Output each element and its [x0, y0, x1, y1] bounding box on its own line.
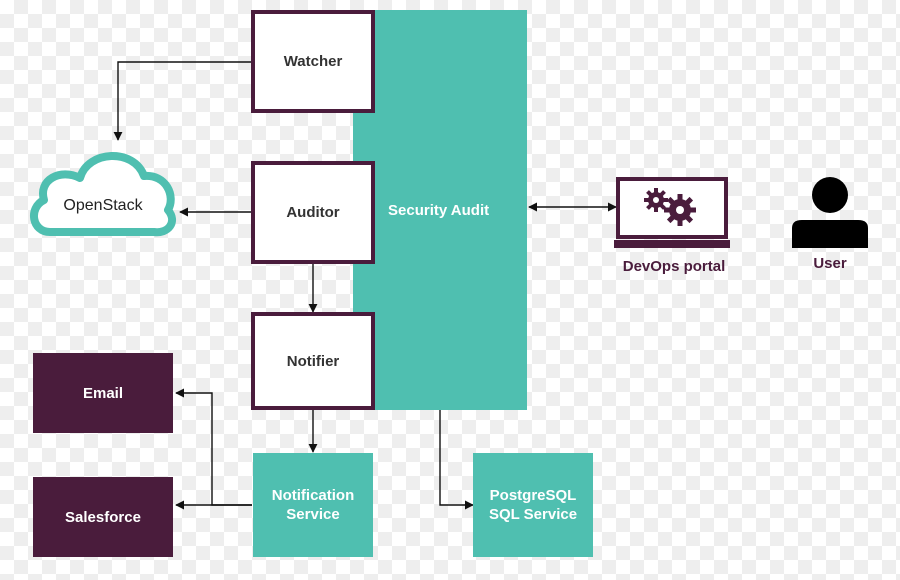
watcher-node: Watcher	[251, 10, 375, 113]
user-icon	[792, 177, 868, 248]
email-label: Email	[82, 384, 124, 402]
notifier-label: Notifier	[286, 352, 340, 370]
edge-watcher-openstack	[113, 61, 252, 141]
notification-service-label: Notification Service	[271, 487, 355, 523]
notification-service-node: Notification Service	[253, 453, 373, 557]
openstack-label: OpenStack	[63, 197, 143, 214]
user-label: User	[813, 255, 847, 272]
salesforce-label: Salesforce	[65, 508, 141, 526]
edge-notification-service-email	[175, 388, 252, 506]
edge-security-audit-postgresql	[439, 410, 474, 510]
cloud-icon	[30, 152, 176, 237]
monitor-gears-icon	[614, 177, 730, 248]
email-node: Email	[33, 353, 173, 433]
devops-portal-label: DevOps portal	[622, 258, 726, 275]
postgresql-service-label: PostgreSQL SQL Service	[488, 487, 578, 523]
postgresql-service-node: PostgreSQL SQL Service	[473, 453, 593, 557]
notifier-node: Notifier	[251, 312, 375, 410]
security-audit-node: Security Audit	[353, 10, 527, 410]
auditor-label: Auditor	[286, 204, 340, 221]
security-audit-label: Security Audit	[388, 201, 490, 219]
salesforce-node: Salesforce	[33, 477, 173, 557]
watcher-label: Watcher	[283, 53, 343, 70]
auditor-node: Auditor	[251, 161, 375, 264]
